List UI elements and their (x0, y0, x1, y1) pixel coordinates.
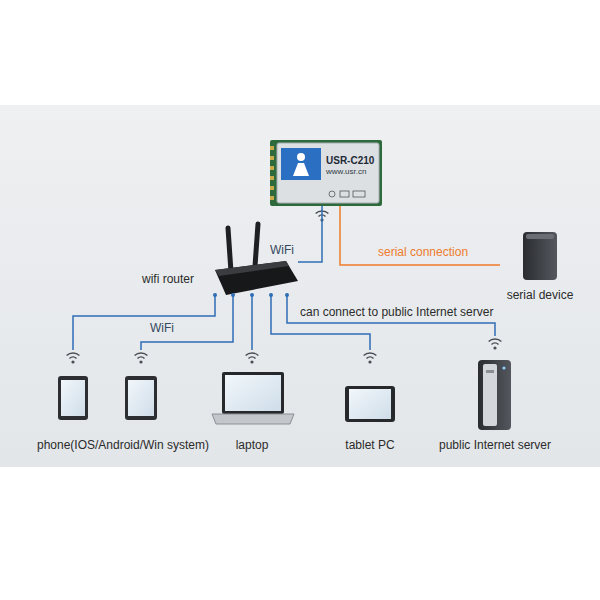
edge-label: can connect to public Internet server (300, 305, 493, 319)
server-icon (478, 339, 511, 430)
wifi-module-board (270, 140, 382, 206)
phone-icons (58, 353, 157, 420)
background-band (0, 105, 600, 467)
device-box: serial device (500, 230, 580, 304)
wifi-link (141, 296, 233, 350)
server-box: public Internet server (435, 336, 555, 454)
wifi-link (287, 296, 495, 336)
device-box: phone(IOS/Android/Win system) (28, 350, 218, 454)
serial-wire (340, 206, 500, 265)
wifi-link (251, 296, 253, 350)
router-icon (213, 224, 298, 297)
node-label: public Internet server (439, 438, 551, 452)
serial-device-icon (523, 232, 557, 280)
edge-label: WiFi (270, 243, 294, 257)
node-label: wifi router (142, 272, 194, 286)
device-box: laptop (207, 350, 297, 454)
device-box: tablet PC (330, 350, 410, 454)
edge-label: serial connection (378, 245, 468, 259)
wifi-link (298, 206, 322, 262)
node-label: serial device (507, 288, 574, 302)
laptop-icon (212, 353, 294, 424)
router-box: wifi router (140, 222, 298, 296)
node-label: tablet PC (345, 438, 394, 452)
wifi-module: USR-C210www.usr.cn (270, 140, 382, 206)
edge-label: WiFi (150, 321, 174, 335)
tablet-icon (345, 353, 395, 422)
node-label: laptop (236, 438, 269, 452)
node-label: USR-C210 (326, 155, 374, 167)
node-label: phone(IOS/Android/Win system) (37, 438, 209, 452)
node-subtext: www.usr.cn (326, 167, 366, 177)
